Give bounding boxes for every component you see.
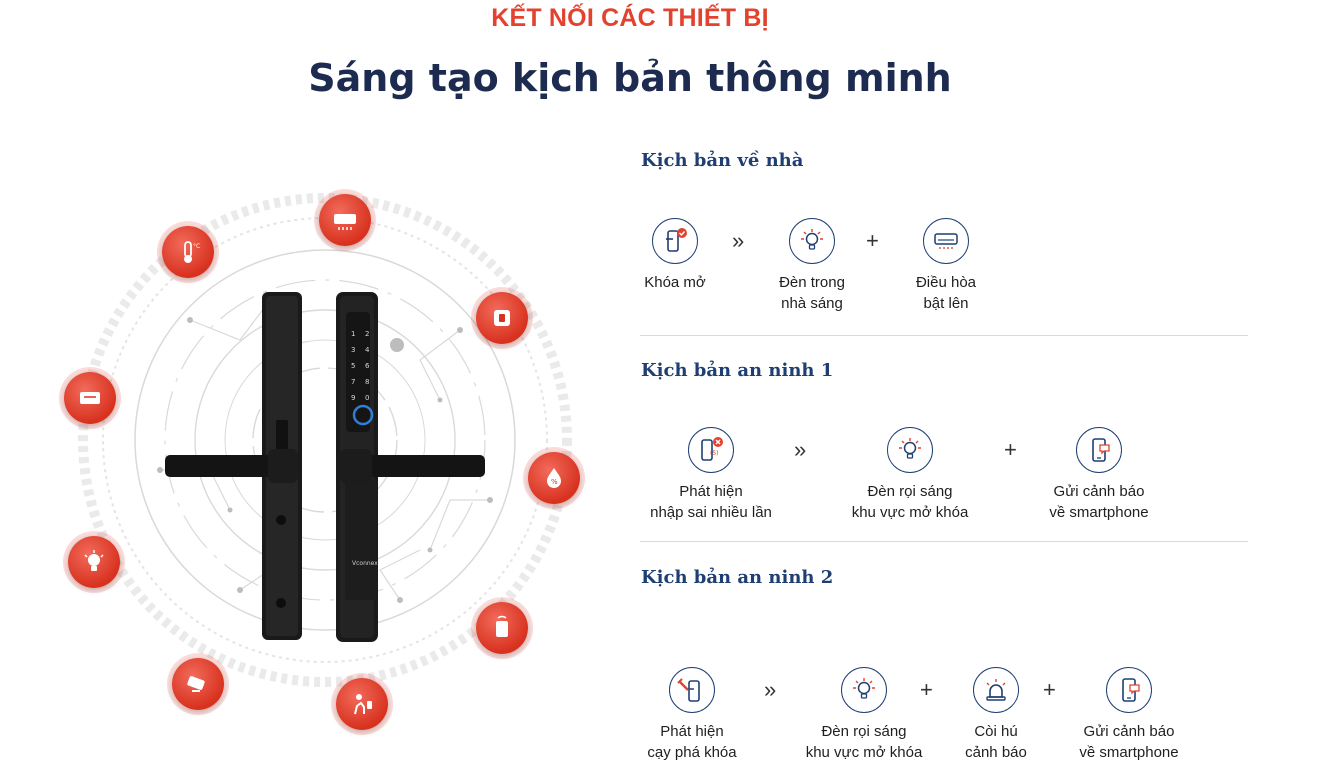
step-label: Điều hòa bật lên	[915, 274, 977, 312]
step-wrong-entry: (5) Phát hiện nhập sai nhiều lần	[634, 427, 788, 523]
camera-device	[172, 658, 224, 710]
bulb-device	[68, 536, 120, 588]
keypad-digit: 1	[351, 330, 355, 338]
door-sensor-device	[476, 602, 528, 654]
step-ac-on: Điều hòa bật lên	[900, 218, 992, 314]
step-label: Còi hú cảnh báo	[965, 723, 1027, 761]
step-label: Gửi cảnh báo về smartphone	[1079, 723, 1179, 761]
scenario-title-security-1: Kịch bản an ninh 1	[641, 360, 834, 381]
operator-plus: +	[1004, 437, 1017, 462]
lock-open-icon-wrap	[652, 218, 698, 264]
scenario-title-security-2: Kịch bản an ninh 2	[641, 567, 834, 588]
smartphone-alert-icon-wrap	[1106, 667, 1152, 713]
air-conditioner-icon-wrap	[923, 218, 969, 264]
smart-switch-icon	[494, 310, 510, 326]
keypad-digit: 9	[351, 394, 355, 402]
step-label: Khóa mở	[644, 274, 706, 291]
air-conditioner-device	[319, 194, 371, 246]
door-sensor-icon	[496, 615, 508, 637]
humidity-icon: %	[547, 468, 561, 488]
step-phone-alert: Gửi cảnh báo về smartphone	[1064, 667, 1194, 763]
step-label: Gửi cảnh báo về smartphone	[1049, 483, 1149, 521]
operator-then: »	[764, 677, 777, 702]
smart-switch-device	[476, 292, 528, 344]
lock-brand-label: Vconnex	[352, 560, 378, 567]
siren-icon	[986, 679, 1006, 701]
smart-lock-illustration: Vconnex 1 2 3 4 5 6 7 8 9 0 °C %	[40, 170, 620, 760]
bulb-icon-wrap	[841, 667, 887, 713]
siren-icon-wrap	[973, 667, 1019, 713]
bulb-icon	[853, 678, 875, 699]
keypad-digit: 7	[351, 378, 355, 386]
lock-open-icon	[666, 228, 687, 252]
lock-exterior-plate: Vconnex	[336, 292, 485, 642]
operator-plus: +	[920, 677, 933, 702]
step-label: Đèn rọi sáng khu vực mở khóa	[805, 723, 923, 761]
thermometer-device: °C	[162, 226, 214, 278]
bulb-icon-wrap	[789, 218, 835, 264]
operator-plus: +	[1043, 677, 1056, 702]
camera-icon	[187, 676, 205, 692]
keypad-digit: 6	[365, 362, 370, 370]
smartphone-alert-icon-wrap	[1076, 427, 1122, 473]
air-conditioner-icon	[934, 233, 958, 249]
scenario-divider	[640, 541, 1248, 542]
step-siren: Còi hú cảnh báo	[950, 667, 1042, 763]
keypad-digit: 2	[365, 330, 369, 338]
thermometer-icon: °C	[184, 241, 200, 263]
lock-wrong-icon-wrap: (5)	[688, 427, 734, 473]
bulb-icon	[801, 229, 823, 250]
step-spotlight-on: Đèn rọi sáng khu vực mở khóa	[788, 667, 940, 763]
section-eyebrow: KẾT NỐI CÁC THIẾT BỊ	[491, 4, 769, 32]
motion-sensor-icon	[354, 694, 372, 715]
lock-break-icon	[677, 678, 700, 702]
bulb-icon	[84, 550, 104, 571]
lock-break-icon-wrap	[669, 667, 715, 713]
step-break-in: Phát hiện cạy phá khóa	[636, 667, 748, 763]
smartphone-alert-icon	[1092, 438, 1110, 462]
smartphone-alert-icon	[1122, 678, 1140, 702]
section-headline: Sáng tạo kịch bản thông minh	[308, 56, 952, 100]
svg-text:%: %	[551, 478, 558, 486]
bulb-icon	[899, 438, 921, 459]
circuit-rings: Vconnex 1 2 3 4 5 6 7 8 9 0	[78, 193, 572, 687]
operator-then: »	[794, 437, 807, 462]
ir-remote-icon	[80, 392, 100, 404]
keypad-digit: 5	[351, 362, 355, 370]
step-lock-open: Khóa mở	[632, 218, 718, 293]
lock-wrong-icon: (5)	[701, 437, 723, 461]
keypad-digit: 3	[351, 346, 355, 354]
step-phone-alert: Gửi cảnh báo về smartphone	[1034, 427, 1164, 523]
operator-plus: +	[866, 228, 879, 253]
scenario-title-home: Kịch bản về nhà	[641, 150, 804, 171]
step-label: Phát hiện cạy phá khóa	[647, 723, 737, 761]
keypad-digit: 0	[365, 394, 369, 402]
step-label: Đèn trong nhà sáng	[779, 274, 845, 312]
ir-remote-device	[64, 372, 116, 424]
svg-text:°C: °C	[193, 243, 200, 250]
lock-interior-plate	[165, 292, 302, 640]
humidity-device: %	[528, 452, 580, 504]
step-spotlight-on: Đèn rọi sáng khu vực mở khóa	[830, 427, 990, 523]
keypad-digit: 4	[365, 346, 370, 354]
keypad-digit: 8	[365, 378, 369, 386]
bulb-icon-wrap	[887, 427, 933, 473]
svg-text:(5): (5)	[710, 450, 719, 457]
step-label: Đèn rọi sáng khu vực mở khóa	[851, 483, 969, 521]
step-light-on: Đèn trong nhà sáng	[762, 218, 862, 314]
operator-then: »	[732, 228, 745, 253]
motion-sensor-device	[336, 678, 388, 730]
step-label: Phát hiện nhập sai nhiều lần	[650, 483, 772, 521]
air-conditioner-icon	[334, 214, 356, 230]
scenario-divider	[640, 335, 1248, 336]
